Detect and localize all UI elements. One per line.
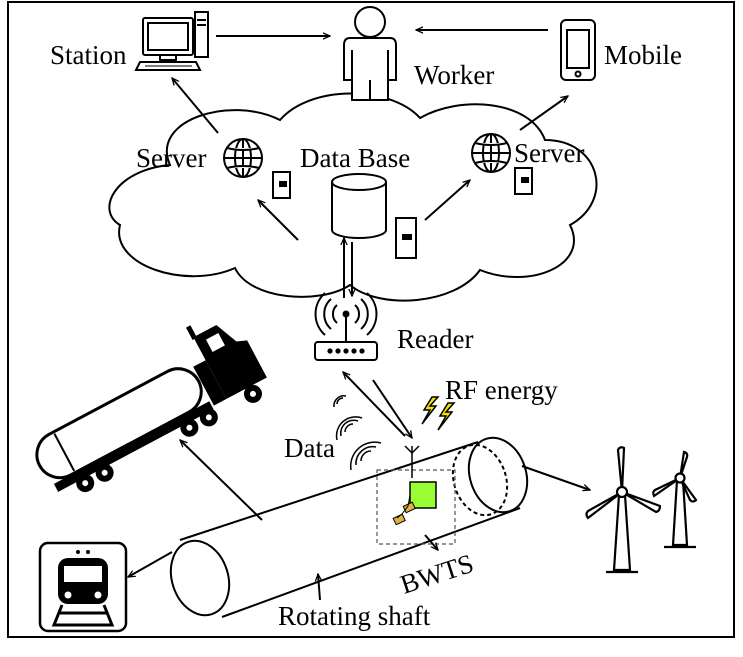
mobile-phone-icon [560, 19, 596, 81]
label-rotating-shaft: Rotating shaft [278, 601, 431, 631]
router-icon [314, 292, 378, 361]
server-tower-icon [272, 171, 291, 199]
wind-turbine-icon [652, 450, 698, 549]
lightning-icon [421, 396, 456, 431]
server-tower-icon [514, 167, 533, 195]
label-station: Station [50, 40, 127, 70]
label-bwts: BWTS [397, 548, 478, 600]
bwts-sensor [376, 445, 456, 550]
label-mobile: Mobile [604, 40, 682, 70]
outer-frame [7, 1, 735, 638]
desktop-computer-icon [134, 11, 209, 71]
rotating-shaft [169, 436, 529, 618]
database-icon [331, 173, 387, 239]
train-icon [38, 541, 128, 633]
arrows-top [172, 30, 568, 298]
tanker-truck-icon [35, 325, 267, 493]
label-worker: Worker [414, 60, 495, 90]
globe-icon [223, 138, 263, 178]
wifi-wave-icon [333, 395, 382, 471]
wind-turbine-icon [585, 446, 662, 574]
label-server-right: Server [514, 138, 585, 168]
label-database: Data Base [300, 143, 411, 173]
arrows-bottom [128, 440, 590, 601]
worker-icon [343, 6, 397, 101]
server-tower-icon [395, 217, 417, 259]
label-reader: Reader [397, 324, 474, 354]
arrows-middle [343, 372, 412, 438]
label-rf-energy: RF energy [445, 375, 558, 405]
label-server-left: Server [136, 143, 207, 173]
globe-icon [471, 133, 511, 173]
label-data: Data [284, 433, 335, 463]
